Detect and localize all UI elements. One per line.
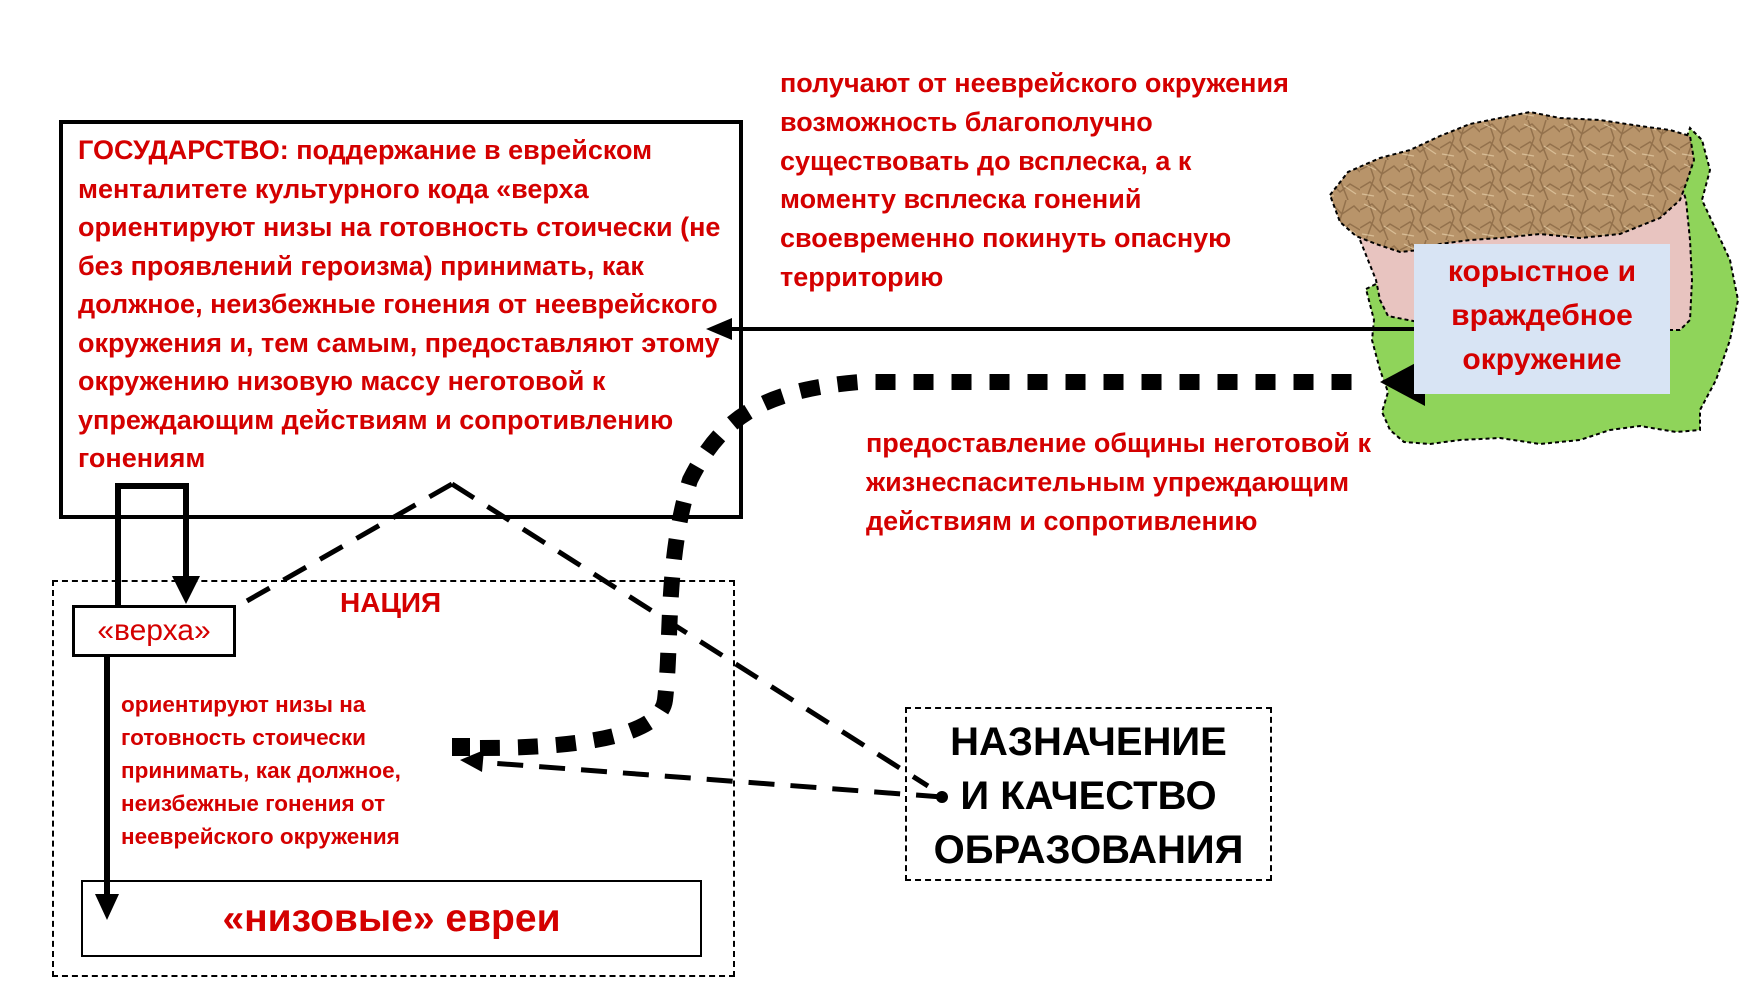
arrow-state-to-elite <box>115 483 200 606</box>
arrow-elite-to-lower <box>95 657 119 920</box>
education-line-3: ОБРАЗОВАНИЯ <box>933 828 1244 872</box>
environment-label: корыстное и враждебное окружение <box>1414 244 1670 394</box>
dashed-arrow-education-to-orient <box>460 750 948 803</box>
state-box <box>59 120 743 519</box>
orient-description: ориентируют низы на готовность стоически… <box>121 692 401 849</box>
nation-box <box>52 580 735 977</box>
arrow-environment-to-state <box>706 318 1414 340</box>
education-line-2: И КАЧЕСТВО <box>960 774 1217 818</box>
lower-jews-box: «низовые» евреи <box>81 880 702 957</box>
education-box: НАЗНАЧЕНИЕ И КАЧЕСТВО ОБРАЗОВАНИЯ <box>905 707 1272 881</box>
education-line-1: НАЗНАЧЕНИЕ <box>950 720 1227 764</box>
arrow-nation-to-environment <box>452 358 1425 756</box>
top-caption: получают от нееврейского окружения возмо… <box>780 68 1289 292</box>
dashed-link-state-to-education <box>450 481 930 789</box>
environment-line-1: корыстное и <box>1447 255 1637 288</box>
middle-caption: предоставление общины неготовой к жизнес… <box>866 428 1371 536</box>
elite-box: «верха» <box>72 605 236 657</box>
state-description: ГОСУДАРСТВО: поддержание в еврейском мен… <box>78 135 721 473</box>
environment-line-2: враждебное <box>1451 299 1633 332</box>
environment-line-3: окружение <box>1462 343 1622 376</box>
nation-label: НАЦИЯ <box>340 587 442 618</box>
